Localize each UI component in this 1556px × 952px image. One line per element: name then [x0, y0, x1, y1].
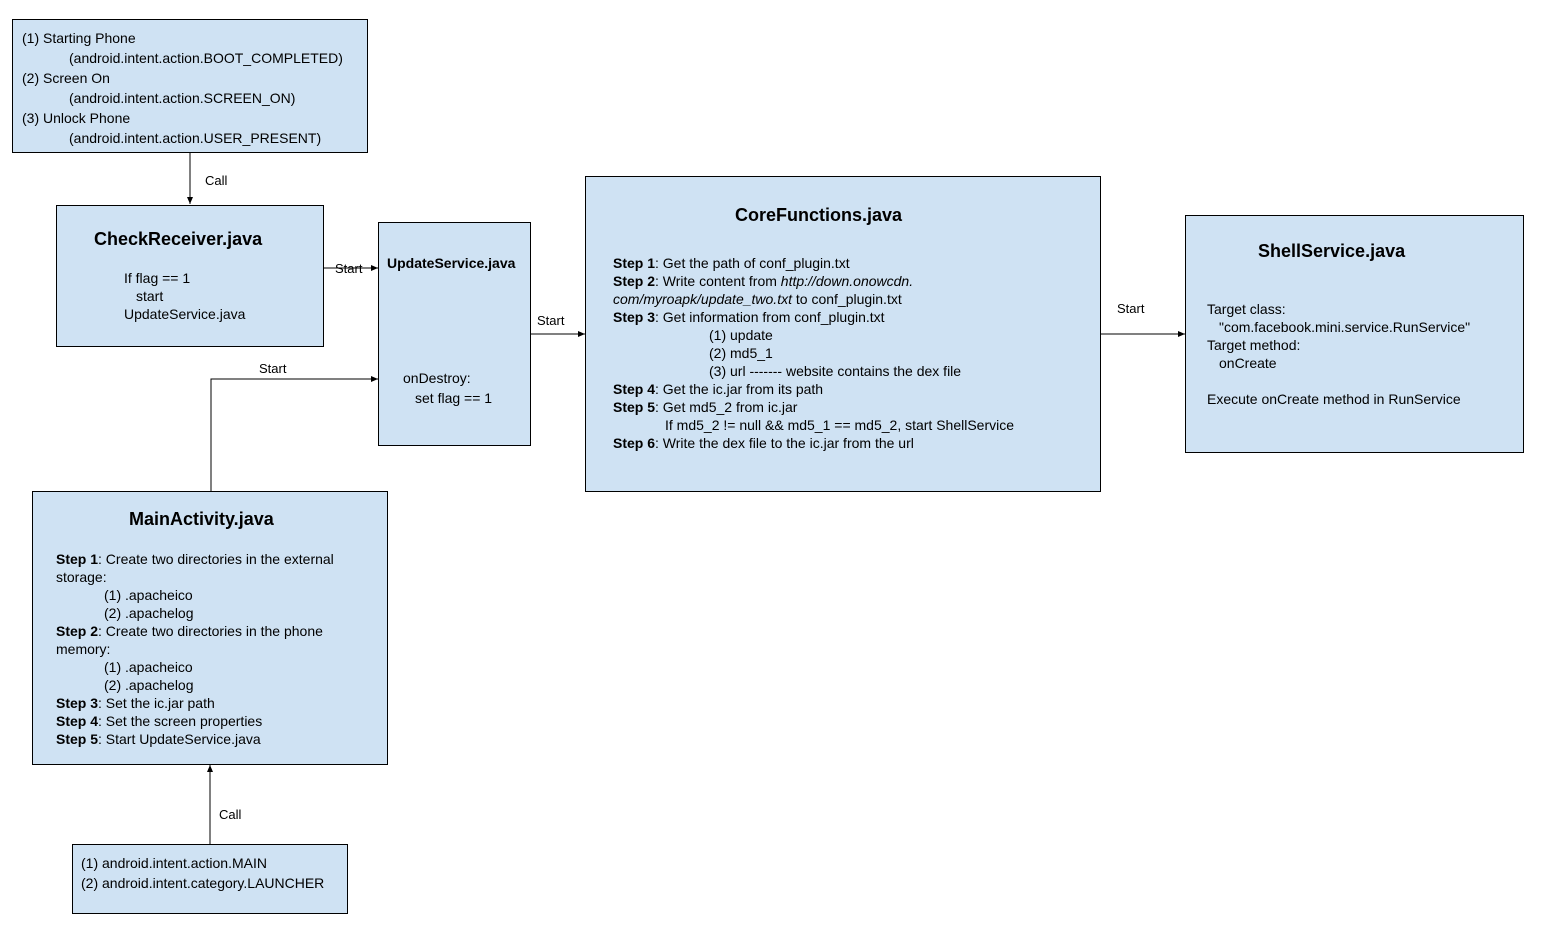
checkreceiver-title: CheckReceiver.java	[94, 229, 263, 249]
corefunctions-title: CoreFunctions.java	[735, 205, 903, 225]
main-step-5: Step 5: Start UpdateService.java	[56, 731, 261, 747]
edge-label-start-mainactivity: Start	[259, 361, 287, 376]
shellservice-title: ShellService.java	[1258, 241, 1406, 261]
core-step-5-condition: If md5_2 != null && md5_1 == md5_2, star…	[665, 417, 1015, 433]
triggers-box: (1) Starting Phone (android.intent.actio…	[12, 19, 368, 153]
shellservice-line: "com.facebook.mini.service.RunService"	[1219, 319, 1471, 335]
main-step-2: Step 2: Create two directories in the ph…	[56, 623, 323, 639]
mainactivity-box: MainActivity.java Step 1: Create two dir…	[32, 491, 388, 765]
updateservice-title: UpdateService.java	[387, 255, 516, 271]
main-step-4: Step 4: Set the screen properties	[56, 713, 263, 729]
main-step-2-sub: (1) .apacheico	[104, 659, 193, 675]
core-step-4: Step 4: Get the ic.jar from its path	[613, 381, 824, 397]
arrow-mainactivity-to-updateservice	[210, 376, 378, 491]
edge-label-start-corefunctions: Start	[1117, 301, 1145, 316]
updateservice-box: UpdateService.java onDestroy: set flag =…	[378, 222, 531, 446]
shellservice-box: ShellService.java Target class: "com.fac…	[1185, 215, 1524, 453]
core-step-3-sub: (2) md5_1	[709, 345, 773, 361]
shellservice-line: Target method:	[1207, 337, 1301, 353]
core-step-2: Step 2: Write content from http://down.o…	[613, 273, 914, 289]
trigger-intent: (android.intent.action.SCREEN_ON)	[69, 90, 296, 106]
edge-label-call-top: Call	[205, 173, 228, 188]
edge-label-call-bottom: Call	[219, 807, 242, 822]
edge-label-start-updateservice: Start	[537, 313, 565, 328]
corefunctions-box: CoreFunctions.java Step 1: Get the path …	[585, 176, 1101, 492]
core-step-3: Step 3: Get information from conf_plugin…	[613, 309, 885, 325]
checkreceiver-line: UpdateService.java	[124, 306, 246, 322]
core-step-2-cont: com/myroapk/update_two.txt to conf_plugi…	[613, 291, 902, 307]
trigger-line: (2) Screen On	[22, 70, 110, 86]
main-step-1-sub: (2) .apachelog	[104, 605, 194, 621]
launcher-line: (1) android.intent.action.MAIN	[81, 855, 267, 871]
checkreceiver-line: If flag == 1	[124, 270, 191, 286]
shellservice-line: Execute onCreate method in RunService	[1207, 391, 1461, 407]
core-step-2-url: http://down.onowcdn.	[780, 273, 914, 289]
main-step-1-sub: (1) .apacheico	[104, 587, 193, 603]
trigger-line: (1) Starting Phone	[22, 30, 136, 46]
core-step-3-sub: (3) url ------- website contains the dex…	[709, 363, 962, 379]
shellservice-line: onCreate	[1219, 355, 1277, 371]
launcher-box: (1) android.intent.action.MAIN (2) andro…	[72, 844, 348, 914]
mainactivity-title: MainActivity.java	[129, 509, 274, 529]
core-step-6: Step 6: Write the dex file to the ic.jar…	[613, 435, 914, 451]
main-step-2-sub: (2) .apachelog	[104, 677, 194, 693]
trigger-intent: (android.intent.action.BOOT_COMPLETED)	[69, 50, 343, 66]
core-step-5: Step 5: Get md5_2 from ic.jar	[613, 399, 798, 415]
main-step-1-cont: storage:	[56, 569, 107, 585]
core-step-3-sub: (1) update	[709, 327, 773, 343]
main-step-2-cont: memory:	[56, 641, 111, 657]
main-step-1: Step 1: Create two directories in the ex…	[56, 551, 334, 567]
trigger-intent: (android.intent.action.USER_PRESENT)	[69, 130, 322, 146]
checkreceiver-line: start	[136, 288, 164, 304]
trigger-line: (3) Unlock Phone	[22, 110, 131, 126]
updateservice-line: set flag == 1	[415, 390, 493, 406]
checkreceiver-box: CheckReceiver.java If flag == 1 start Up…	[56, 205, 324, 347]
updateservice-line: onDestroy:	[403, 370, 471, 386]
main-step-3: Step 3: Set the ic.jar path	[56, 695, 215, 711]
shellservice-line: Target class:	[1207, 301, 1286, 317]
edge-label-start-checkreceiver: Start	[335, 261, 363, 276]
core-step-1: Step 1: Get the path of conf_plugin.txt	[613, 255, 850, 271]
launcher-line: (2) android.intent.category.LAUNCHER	[81, 875, 325, 891]
